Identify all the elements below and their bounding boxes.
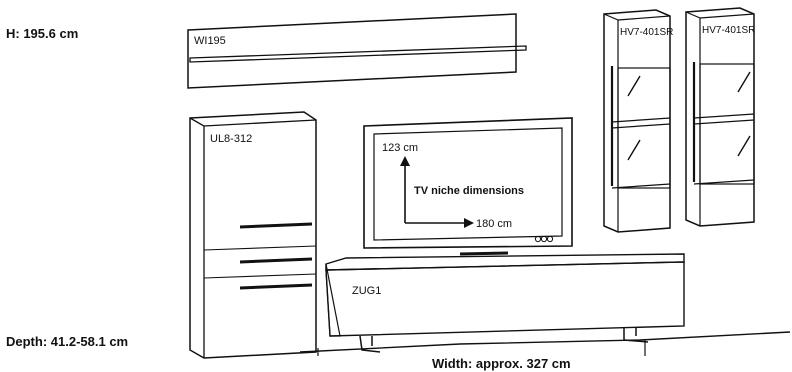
tv-button-icon: [540, 235, 548, 243]
floor-line: [299, 331, 791, 353]
tv-button-icon: [546, 235, 554, 243]
arrow-right-icon: [464, 218, 474, 228]
height-dimension: H: 195.6 cm: [6, 26, 78, 41]
wall-shelf: [187, 13, 527, 89]
tv-button-icon: [534, 235, 542, 243]
tv-width-label: 180 cm: [476, 218, 512, 230]
tv-height-label: 123 cm: [382, 142, 418, 154]
tall-cabinet: [189, 111, 317, 359]
tv-niche-label: TV niche dimensions: [414, 185, 524, 197]
vitrine-right: [685, 7, 755, 227]
vitrine-left-label: HV7-401SR: [620, 27, 673, 38]
tv-screen: [363, 117, 573, 256]
width-dimension: Width: approx. 327 cm: [432, 356, 571, 371]
depth-dimension: Depth: 41.2-58.1 cm: [6, 334, 128, 349]
lowboard-label: ZUG1: [352, 285, 381, 297]
lowboard: [325, 253, 685, 353]
shelf-label: WI195: [194, 35, 226, 47]
arrow-up-icon: [400, 156, 410, 166]
vitrine-left: [603, 9, 671, 233]
vitrine-right-label: HV7-401SR: [702, 25, 755, 36]
tall-cabinet-label: UL8-312: [210, 133, 252, 145]
